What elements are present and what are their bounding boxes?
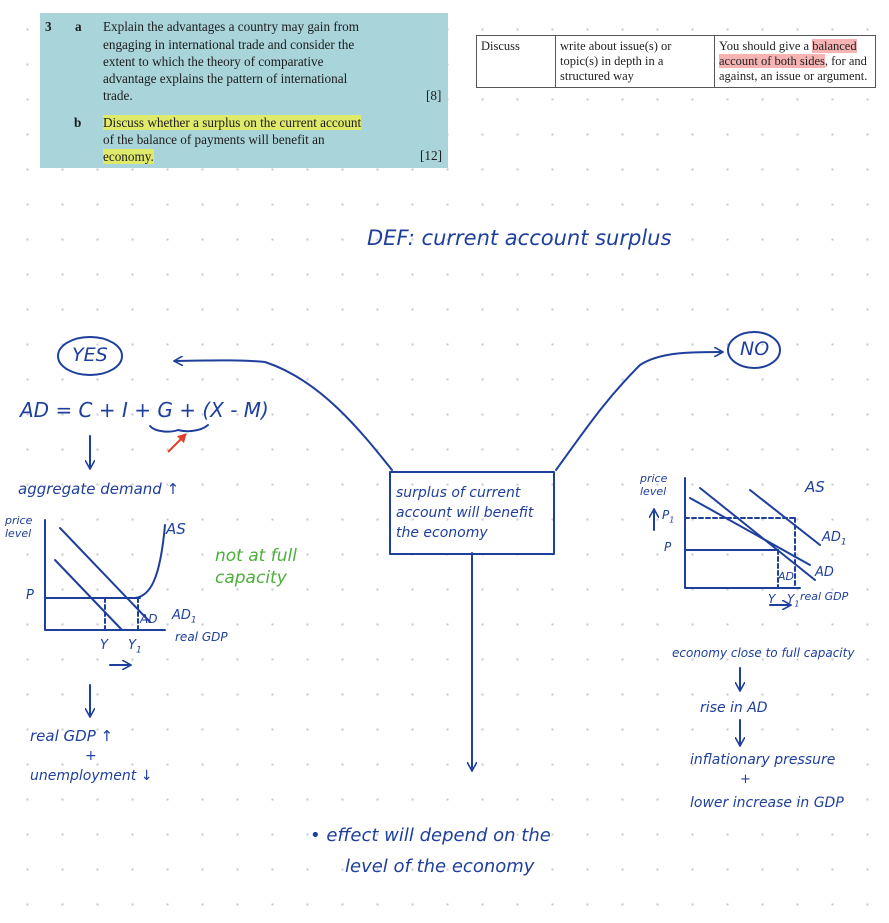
part-b-line-1: Discuss whether a surplus on the current… xyxy=(103,114,362,131)
left-ad-line xyxy=(59,527,151,623)
left-as-label: AS xyxy=(166,520,186,538)
right-x-axis-label: real GDP xyxy=(800,590,849,603)
question-number: 3 xyxy=(45,19,52,34)
right-result-3: inflationary pressure xyxy=(690,752,836,768)
part-b-line-3: economy. xyxy=(103,148,154,165)
left-y-axis-label-1: price xyxy=(5,514,33,527)
no-label: NO xyxy=(740,338,770,360)
part-a-line-1: Explain the advantages a country may gai… xyxy=(103,19,359,34)
part-b-line-3-text: economy. xyxy=(103,149,154,164)
left-y-label: Y xyxy=(100,638,108,653)
part-b-label: b xyxy=(74,115,82,130)
right-ad-as-graph xyxy=(684,477,821,605)
part-a-line-5: trade. xyxy=(103,88,133,103)
command-term: Discuss xyxy=(476,35,556,88)
yes-label: YES xyxy=(72,344,108,366)
definition-heading: DEF: current account surplus xyxy=(367,226,672,250)
no-oval xyxy=(727,331,781,369)
ad-rise: aggregate demand ↑ xyxy=(18,480,180,498)
right-y1-sub: 1 xyxy=(794,599,800,609)
left-ad-as-graph xyxy=(44,519,166,665)
right-p1-sub: 1 xyxy=(669,515,675,525)
right-ad-label: AD xyxy=(815,565,834,580)
part-a-line-3: extent to which the theory of comparativ… xyxy=(103,54,324,69)
left-p-label: P xyxy=(26,588,34,603)
no-branch-line xyxy=(555,352,722,471)
conclusion-line-1: • effect will depend on the xyxy=(310,825,551,846)
left-ad1-sub: 1 xyxy=(190,615,197,626)
left-as-curve xyxy=(44,524,166,599)
right-p-label: P xyxy=(664,540,672,554)
right-as-line xyxy=(699,487,816,581)
right-y-label: Y xyxy=(768,592,776,606)
exam-question-box xyxy=(40,13,448,168)
right-result-4: lower increase in GDP xyxy=(690,795,844,811)
left-result-plus: + xyxy=(85,748,97,764)
right-p1-text: P xyxy=(662,508,670,522)
right-result-2: rise in AD xyxy=(700,700,768,716)
left-ad1-label: AD1 xyxy=(172,608,197,626)
right-result-plus: + xyxy=(740,772,751,787)
right-y-axis-label-2: level xyxy=(640,485,667,498)
command-meaning: write about issue(s) or topic(s) in dept… xyxy=(555,35,715,88)
left-ad1-text: AD xyxy=(172,608,191,623)
command-word-table: Discuss write about issue(s) or topic(s)… xyxy=(476,35,876,88)
guidance-post: , for and against, an issue or argument. xyxy=(719,54,868,83)
command-guidance: You should give a balanced account of bo… xyxy=(714,35,876,88)
part-a-line-4: advantage explains the pattern of intern… xyxy=(103,71,348,86)
right-delta-ad-label: AD xyxy=(778,570,794,583)
right-axes xyxy=(684,477,801,589)
right-result-1: economy close to full capacity xyxy=(672,646,855,660)
left-result-2: unemployment ↓ xyxy=(30,768,153,784)
left-result-1: real GDP ↑ xyxy=(30,727,114,745)
conclusion-line-2: level of the economy xyxy=(345,856,535,877)
ad-formula: AD = C + I + G + (X - M) xyxy=(20,398,269,422)
right-ad1-label: AD1 xyxy=(822,530,847,548)
red-arrow xyxy=(167,433,187,453)
center-box-text: surplus of current account will benefit … xyxy=(396,485,534,541)
left-ad1-line xyxy=(54,559,123,631)
left-y-axis xyxy=(44,519,166,631)
left-y1-label: Y1 xyxy=(128,638,142,656)
part-b-marks: [12] xyxy=(420,148,442,163)
yes-oval xyxy=(57,336,123,376)
left-y1-text: Y xyxy=(128,638,136,653)
right-ad-line xyxy=(689,497,811,566)
not-full-capacity: not at full capacity xyxy=(215,546,297,588)
center-box xyxy=(389,471,555,555)
xm-brace xyxy=(149,424,209,433)
left-x-axis-label: real GDP xyxy=(175,630,228,644)
left-y1-sub: 1 xyxy=(135,645,142,656)
part-b-line-2: of the balance of payments will benefit … xyxy=(103,132,325,147)
right-ad1-text: AD xyxy=(822,530,841,545)
right-as-label: AS xyxy=(805,478,825,496)
right-p1-label: P1 xyxy=(662,508,674,524)
guidance-pre: You should give a xyxy=(719,39,810,53)
left-delta-ad-label: AD xyxy=(140,612,158,626)
right-y1-text: Y xyxy=(787,592,795,606)
part-a-label: a xyxy=(75,19,82,34)
right-y-axis-label-1: price xyxy=(640,472,668,485)
right-y1-label: Y1 xyxy=(787,592,799,608)
left-y-axis-label-2: level xyxy=(5,527,32,540)
yes-branch-line xyxy=(175,360,393,471)
part-b-line-1-text: Discuss whether a surplus on the current… xyxy=(103,115,362,130)
part-a-line-2: engaging in international trade and cons… xyxy=(103,37,355,52)
part-a-marks: [8] xyxy=(426,88,442,103)
right-ad1-sub: 1 xyxy=(840,537,847,548)
